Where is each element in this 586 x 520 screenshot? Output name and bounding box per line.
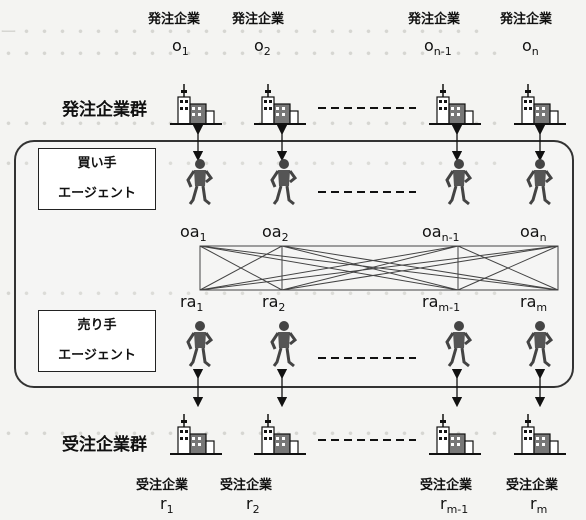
orderer-building-icon: [514, 84, 566, 124]
contractor-building-icon: [254, 414, 306, 454]
contractor-building-icon: [429, 414, 481, 454]
seller-agent-figure-icon: [188, 321, 211, 366]
seller-agent-figure-icon: [528, 321, 551, 366]
contractor-building-icon: [170, 414, 222, 454]
buyer-agent-figure-icon: [447, 159, 470, 204]
seller-agent-figure-icon: [272, 321, 295, 366]
contractor-building-icon: [514, 414, 566, 454]
buyer-agent-figure-icon: [188, 159, 211, 204]
buyer-agent-figure-icon: [528, 159, 551, 204]
negotiation-lattice: [200, 246, 558, 290]
orderer-building-icon: [429, 84, 481, 124]
buyer-agent-figure-icon: [272, 159, 295, 204]
orderer-building-icon: [254, 84, 306, 124]
orderer-building-icon: [170, 84, 222, 124]
seller-agent-figure-icon: [447, 321, 470, 366]
